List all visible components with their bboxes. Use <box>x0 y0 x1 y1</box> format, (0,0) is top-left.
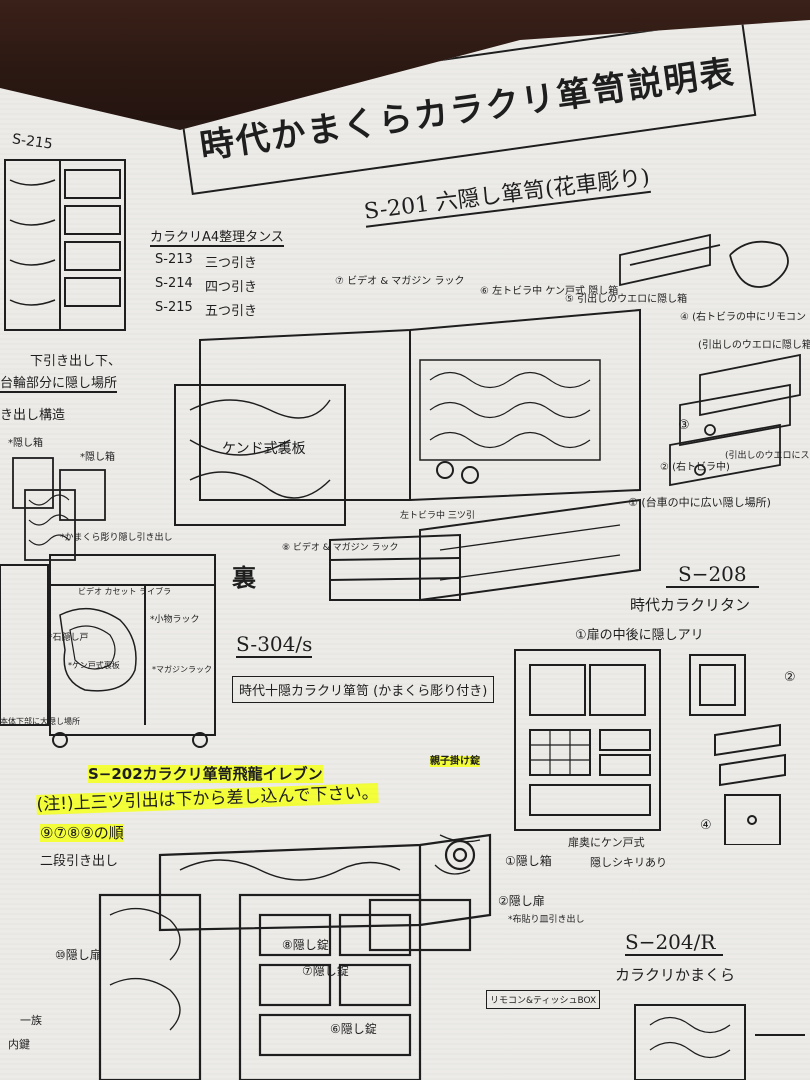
s202-item-lock-6: ⑥隠し錠 <box>330 1022 377 1036</box>
note-hidden-box: *隠し箱 <box>80 452 115 463</box>
s208-description: 時代カラクリタン <box>630 596 751 614</box>
s201-drawer-parts-sketch <box>600 215 810 505</box>
note-kendo-back: *ケン戸式裏板 <box>68 661 120 670</box>
s204-model: S−204/R <box>625 930 724 956</box>
note-video-cassette: ビデオ カセット ライブラ <box>78 587 172 596</box>
note-drawer-structure: き出し構造 <box>0 408 66 423</box>
callout-drawer-slit: (引出しのウエロにスリ <box>725 451 810 461</box>
s202-item-hidden-door: ②隠し扉 <box>498 894 545 908</box>
note-bottom-drawer: 下引き出し下、 <box>30 354 122 369</box>
note-kamakura-drawer: *かまくら彫り隠し引き出し <box>60 533 173 543</box>
callout-right-door-in: ② (右トビラ中) <box>660 462 730 473</box>
note-large-hidden-space: 本体下部に大隠し場所 <box>0 717 80 726</box>
s202-item-lock-7: ⑦隠し錠 <box>302 964 349 978</box>
a4-row-model: S-215 <box>155 300 193 315</box>
s208-note-door: ①扉の中後に隠しアリ <box>575 628 704 643</box>
callout-drawer-box: ⑤ 引出しのウエロに隠し箱 <box>565 294 688 305</box>
s202-cabinet-sketch <box>40 815 540 1080</box>
s208-num-4: ④ <box>700 818 712 833</box>
note-small-rack: *小物ラック <box>150 615 200 625</box>
s202-item-hidden-box: ①隠し箱 <box>505 854 552 868</box>
s202-order-text: ⑨⑦⑧⑨の順 <box>40 824 124 842</box>
a4-row-desc: 三つ引き <box>205 256 258 271</box>
s204-cabinet-sketch <box>630 995 810 1080</box>
s202-order: ⑨⑦⑧⑨の順 <box>40 822 124 843</box>
s201-heading: S-201 六隠し箪笥(花車彫り) <box>362 158 652 228</box>
kendo-back-board-label: ケンド式裏板 <box>222 441 306 457</box>
s202-item-door-10: ⑩隠し扉 <box>55 948 102 962</box>
callout-video-rack-bottom: ⑧ ビデオ & マガジン ラック <box>282 543 399 553</box>
s202-subheading-text: 親子掛け錠 <box>430 756 480 767</box>
s202-note-text: (注!)上三ツ引出は下から差し込んで下さい。 <box>36 783 379 815</box>
s202-item-remote-tissue-box: リモコン&ティッシュBOX <box>486 990 601 1009</box>
s208-cabinet-sketch <box>510 645 810 845</box>
s202-subheading: 親子掛け錠 <box>430 752 480 767</box>
s208-model: S−208 <box>666 562 759 588</box>
s202-item-lock-8: ⑧隠し錠 <box>282 938 329 952</box>
hidden-boxes-sketch <box>5 450 115 570</box>
a4-row-desc: 四つ引き <box>205 280 258 295</box>
s202-two-step: 二段引き出し <box>40 854 119 869</box>
s201-cabinet-sketch <box>170 300 650 610</box>
s304-description: 時代十隠カラクリ箪笥 (かまくら彫り付き) <box>232 676 495 703</box>
corner-model-label: S-215 <box>11 131 54 153</box>
note-magazine-rack: *マガジンラック <box>152 665 212 674</box>
s202-item-cloth-drawer: *布貼り皿引き出し <box>508 915 585 925</box>
s208-note-divider: 隠しシキリあり <box>590 856 667 869</box>
a4-row-model: S-214 <box>155 276 193 291</box>
a4-row-model: S-213 <box>155 252 193 267</box>
s202-heading: S−202カラクリ箪笥飛龍イレブン <box>80 762 331 785</box>
note-hidden-box: *隠し箱 <box>8 438 43 449</box>
note-plinth: 台輪部分に隠し場所 <box>0 372 118 393</box>
callout-dolly-space: ① (台車の中に広い隠し場所) <box>628 496 771 509</box>
s208-note-back: 扉奥にケン戸式 <box>568 836 645 849</box>
s204-description: カラクリかまくら <box>615 966 736 984</box>
s304-cabinet-sketch <box>0 545 225 750</box>
s202-note: (注!)上三ツ引出は下から差し込んで下さい。 <box>36 778 379 815</box>
a4-heading: カラクリA4整理タンス <box>150 226 284 247</box>
callout-left-door-box: ⑥ 左トビラ中 ケン戸式 隠し箱 <box>480 286 619 297</box>
s208-num-2: ② <box>784 670 796 685</box>
callout-3: ③ <box>678 418 690 433</box>
s304-model: S-304/s <box>236 632 313 658</box>
callout-right-door-remote: ④ (右トビラの中にリモコン <box>680 312 807 323</box>
s215-cabinet-sketch <box>0 150 135 335</box>
a4-row-desc: 五つ引き <box>205 304 258 319</box>
back-mark: 裏 <box>232 563 256 592</box>
s202-bottom-note: 一族 <box>20 1014 42 1027</box>
s202-bottom-note-2: 内鍵 <box>8 1038 30 1051</box>
callout-video-rack-top: ⑦ ビデオ & マガジン ラック <box>335 276 465 287</box>
s202-heading-text: S−202カラクリ箪笥飛龍イレブン <box>88 765 323 783</box>
callout-left-door-three: 左トビラ中 三ツ引 <box>400 511 475 521</box>
callout-drawer-back-box: (引出しのウエロに隠し箱 <box>698 340 810 351</box>
note-stone-door: *石隠し戸 <box>48 633 89 643</box>
